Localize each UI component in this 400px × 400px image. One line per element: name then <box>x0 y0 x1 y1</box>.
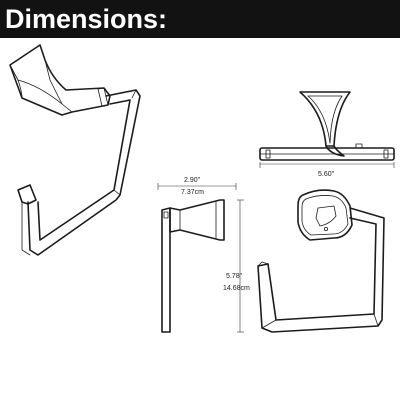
rear-ring-edge-2 <box>261 319 277 329</box>
rear-mount-plate-inner <box>301 195 349 236</box>
header-bar: Dimensions: <box>0 0 400 38</box>
width-dim-label: 5.60" <box>318 171 335 178</box>
rear-ring-edge <box>373 313 379 327</box>
rear-ring-outer <box>257 207 385 333</box>
front-bar-cap-right <box>383 149 389 159</box>
side-arm-marker <box>163 211 169 219</box>
isometric-view <box>9 44 141 256</box>
rear-ring-inner <box>267 217 377 321</box>
height-dim-label-cm: 14.68cm <box>223 285 250 292</box>
front-view: 5.60" <box>259 91 395 178</box>
iso-ring-end-face <box>21 201 31 256</box>
side-arm <box>161 207 171 333</box>
front-bracket-inner-2 <box>307 95 331 144</box>
rear-mount-plate <box>297 189 353 241</box>
front-bar-cap-left <box>265 149 271 159</box>
rear-view <box>257 189 385 333</box>
iso-bracket-outline <box>9 44 111 116</box>
iso-collar <box>97 87 109 107</box>
side-view: 2.90" 7.37cm 5.78" 14.68cm <box>157 177 250 333</box>
front-setscrew <box>355 143 363 149</box>
rear-ring-end <box>257 261 269 267</box>
height-dim-label-in: 5.78" <box>226 273 243 280</box>
iso-ring-end-side <box>17 189 23 203</box>
rear-mount-center <box>315 205 337 227</box>
page-title: Dimensions: <box>5 4 168 34</box>
depth-dim-label-cm: 7.37cm <box>181 189 204 196</box>
iso-bracket-edge <box>44 59 63 105</box>
front-bracket <box>299 91 351 147</box>
iso-ring-end <box>17 184 37 205</box>
depth-dim-label-in: 2.90" <box>184 177 201 184</box>
rear-screw-hole <box>323 226 328 231</box>
iso-ring-edge <box>131 89 137 99</box>
iso-ring-outer <box>27 89 141 256</box>
iso-ring-edge-2 <box>113 189 121 196</box>
side-bracket <box>169 199 225 241</box>
iso-ring-inner <box>37 99 131 241</box>
front-bracket-inner <box>307 95 343 144</box>
